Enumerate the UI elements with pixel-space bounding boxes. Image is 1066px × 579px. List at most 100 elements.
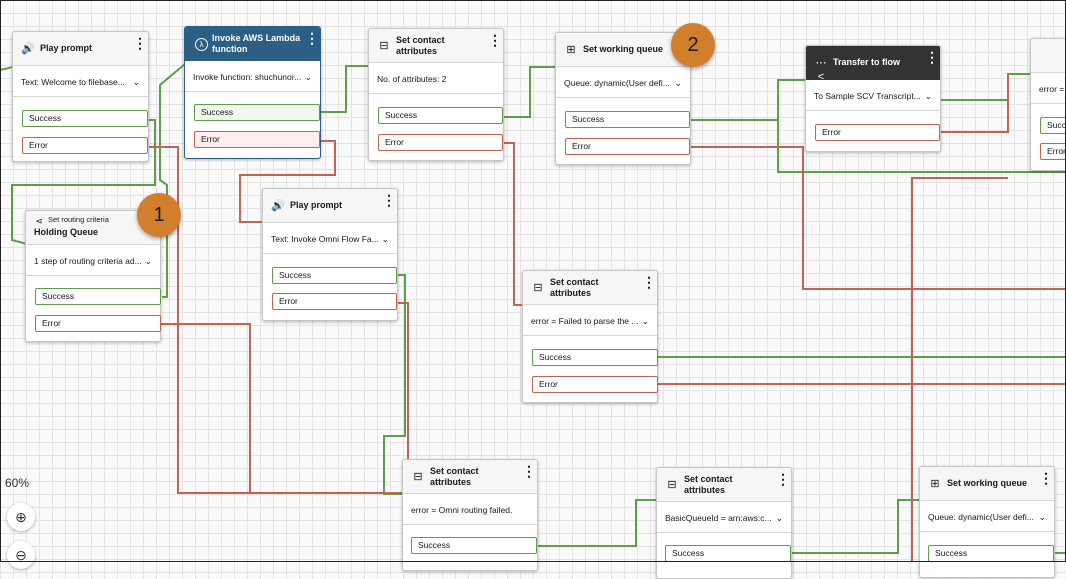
contact-card-icon: ⊟ [379,40,389,52]
more-options-icon[interactable]: ⋮ [305,30,319,46]
block-title: Holding Queue [34,227,98,237]
chevron-down-icon[interactable]: ⌄ [304,72,312,82]
contact-card-icon: ⊟ [667,479,677,491]
desc-text: No. of attributes: 2 [377,74,447,84]
step-badge-1: 1 [137,193,181,237]
chevron-down-icon[interactable]: ⌄ [144,256,152,266]
block-title: Play prompt [290,200,343,210]
block-title: Invoke AWS Lambda function [212,33,301,54]
transfer-icon: ⋯< [815,57,827,83]
branch-success[interactable]: Success [22,110,148,127]
more-options-icon[interactable]: ⋮ [925,49,939,65]
block-title: Set contact attributes [550,277,599,298]
chevron-down-icon[interactable]: ⌄ [641,316,649,326]
more-options-icon[interactable]: ⋮ [488,32,502,48]
block-header: ⋯< Transfer to flow ⋮ [806,46,940,83]
more-options-icon[interactable]: ⋮ [133,35,147,51]
block-description: error = Omni routing failed. [403,495,537,525]
block-description[interactable]: Text: Welcome to filebase...⌄ [13,67,148,97]
desc-text: To Sample SCV Transcript... [814,91,921,101]
branch-error[interactable]: Error [35,315,161,332]
branch-success[interactable]: Success [665,545,791,562]
more-options-icon[interactable]: ⋮ [1039,470,1053,486]
branch-success[interactable]: Success [194,104,320,121]
block-description[interactable]: error = Failed to parse the ...⌄ [523,306,657,336]
branch-error[interactable]: Error [565,138,690,155]
contact-card-icon: ⊟ [413,471,423,483]
block-header: ⊟ Set contact attributes ⋮ [523,271,657,305]
branch-success[interactable]: Success [411,537,537,554]
block-description[interactable]: Invoke function: shuchunor...⌄ [185,62,320,92]
branch-error[interactable]: Error [815,124,940,141]
routing-icon: ⋖ [35,216,43,226]
chevron-down-icon[interactable]: ⌄ [132,77,140,87]
block-description[interactable]: To Sample SCV Transcript...⌄ [806,81,940,111]
branch-success[interactable]: Success [928,545,1054,562]
branch-success[interactable]: Success [35,288,161,305]
desc-text: error = Omni routing failed. [411,505,513,515]
branch-success[interactable]: Success [272,267,397,284]
desc-text: 1 step of routing criteria ad... [34,256,142,266]
block-description: error = [1031,74,1066,104]
block-header: ⊞ Set working queue ⋮ [920,467,1054,501]
branch-error[interactable]: Error [378,134,503,151]
desc-text: error = Failed to parse the ... [531,316,639,326]
desc-text: error = [1039,84,1065,94]
zoom-in-icon[interactable]: ⊕ [7,503,35,531]
block-header: ⊟ Set contact attributes ⋮ [369,29,503,63]
set-contact-attributes-block-3[interactable]: ⊟ Set contact attributes ⋮ error = Omni … [402,459,538,571]
desc-text: Text: Invoke Omni Flow Fa... [271,234,379,244]
block-header: 🔊 Play prompt ⋮ [13,32,148,66]
branch-success[interactable]: Success [532,349,658,366]
branch-success[interactable]: Success [1040,117,1066,134]
more-options-icon[interactable]: ⋮ [382,192,396,208]
block-description[interactable]: Queue: dynamic(User defi... ⌄ [920,502,1054,532]
chevron-down-icon[interactable]: ⌄ [381,234,389,244]
block-header: ⊞ Set working queue ⋮ [556,33,690,67]
more-options-icon[interactable]: ⋮ [642,274,656,290]
zoom-out-icon[interactable]: ⊖ [7,541,35,569]
connector-lines [0,63,1066,562]
chevron-down-icon[interactable]: ⌄ [674,78,682,88]
block-title: Set working queue [947,478,1028,488]
block-type-label: Set routing criteria [48,215,109,224]
desc-text: Invoke function: shuchunor... [193,72,302,82]
chevron-down-icon[interactable]: ⌄ [924,91,932,101]
queue-plus-icon: ⊞ [566,44,576,56]
set-contact-attributes-block-4[interactable]: ⊟ Set contact attributes ⋮ BasicQueueId … [656,467,792,579]
speaker-icon: 🔊 [271,200,285,212]
desc-text: BasicQueueId = arn:aws:c... [665,513,772,523]
block-title: Set contact attributes [684,474,733,495]
chevron-down-icon[interactable]: ⌄ [775,513,783,523]
more-options-icon[interactable]: ⋮ [522,463,536,479]
chevron-down-icon[interactable]: ⌄ [1038,512,1046,522]
block-header: ⊟ Set contact attributes ⋮ [403,460,537,494]
block-description: No. of attributes: 2 [369,64,503,94]
block-header: λ Invoke AWS Lambda function ⋮ [185,27,320,61]
block-description[interactable]: Text: Invoke Omni Flow Fa...⌄ [263,224,397,254]
block-header [1031,39,1066,73]
desc-text: Queue: dynamic(User defi... [928,512,1034,522]
branch-success[interactable]: Success [378,107,503,124]
lambda-icon: λ [195,38,208,51]
branch-error[interactable]: Error [532,376,658,393]
step-badge-2: 2 [671,23,715,67]
speaker-icon: 🔊 [21,43,35,55]
block-title: Set contact attributes [430,466,479,487]
branch-error[interactable]: Error [22,137,148,154]
block-description[interactable]: 1 step of routing criteria ad...⌄ [26,246,160,276]
block-title: Set contact attributes [396,35,445,56]
zoom-level: 60% [5,476,30,490]
queue-plus-icon: ⊞ [930,478,940,490]
contact-card-icon: ⊟ [533,282,543,294]
branch-success[interactable]: Success [565,111,690,128]
block-title: Play prompt [40,43,93,53]
block-description[interactable]: BasicQueueId = arn:aws:c...⌄ [657,503,791,533]
more-options-icon[interactable]: ⋮ [776,471,790,487]
branch-error[interactable]: Error [272,293,397,310]
block-description[interactable]: Queue: dynamic(User defi... ⌄ [556,68,690,98]
desc-text: Queue: dynamic(User defi... [564,78,670,88]
branch-error[interactable]: Error [1040,143,1066,160]
branch-error[interactable]: Error [194,131,320,148]
block-header: ⊟ Set contact attributes ⋮ [657,468,791,502]
